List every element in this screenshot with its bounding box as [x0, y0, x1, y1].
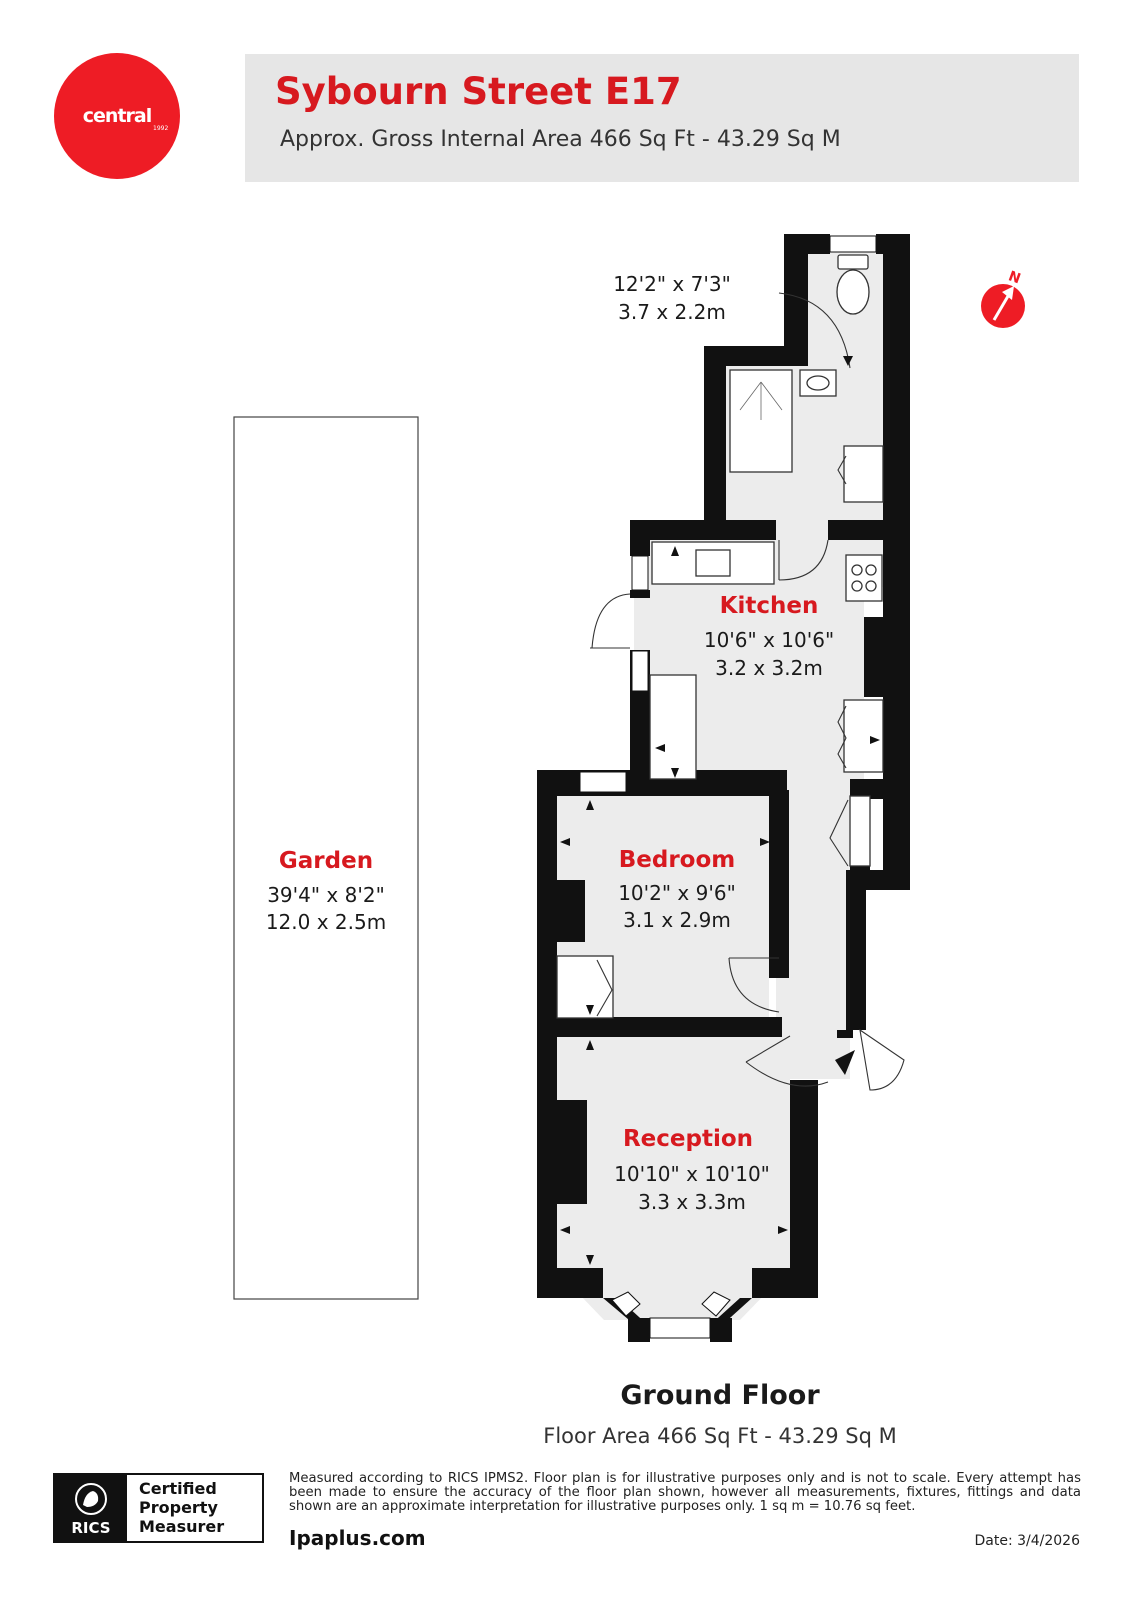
cooker: [845, 554, 883, 602]
bedroom-cupboard: [556, 955, 614, 1019]
disclaimer-text: Measured according to RICS IPMS2. Floor …: [289, 1471, 1081, 1514]
door-swings: [590, 292, 905, 1091]
kitchen-dim-imperial: 10'6" x 10'6": [704, 628, 834, 652]
garden-name: Garden: [279, 848, 373, 874]
hall-cupboard-1: [843, 699, 884, 773]
kitchen-cupboard: [649, 674, 697, 780]
windows: [579, 235, 877, 1339]
bathroom-dim-imperial: 12'2" x 7'3": [613, 272, 731, 296]
cert-line-1: Certified: [139, 1479, 217, 1498]
kitchen-name: Kitchen: [720, 593, 819, 619]
shower-lines: [739, 381, 783, 420]
rics-dark-panel: RICS: [55, 1475, 127, 1541]
website-link[interactable]: Ipaplus.com: [289, 1526, 426, 1550]
certified-property-measurer: Certified Property Measurer: [139, 1479, 224, 1536]
garden-area: [233, 416, 419, 1300]
header-band: Sybourn Street E17 Approx. Gross Interna…: [245, 54, 1079, 182]
shower-tray: [729, 369, 793, 473]
compass-label: N: [1006, 268, 1022, 287]
hall-cupboard-2: [849, 795, 871, 867]
toilet: [837, 254, 869, 270]
kitchen-sink: [695, 549, 731, 577]
bedroom-dim-imperial: 10'2" x 9'6": [618, 881, 736, 905]
plan-date: Date: 3/4/2026: [974, 1533, 1080, 1549]
logo-text: central: [82, 105, 152, 127]
gross-area-subtitle: Approx. Gross Internal Area 466 Sq Ft - …: [280, 127, 841, 152]
floor-area: Floor Area 466 Sq Ft - 43.29 Sq M: [543, 1424, 897, 1448]
bathroom-cupboard: [843, 445, 884, 503]
garden-dim-metric: 12.0 x 2.5m: [266, 910, 386, 934]
kitchen-dim-metric: 3.2 x 3.2m: [715, 656, 823, 680]
bedroom-dim-metric: 3.1 x 2.9m: [623, 908, 731, 932]
kitchen-counter: [651, 541, 775, 585]
rics-word: RICS: [71, 1519, 111, 1537]
reception-dim-imperial: 10'10" x 10'10": [614, 1162, 770, 1186]
reception-dim-metric: 3.3 x 3.3m: [638, 1190, 746, 1214]
floor-title: Ground Floor: [620, 1380, 820, 1411]
compass-icon: N: [981, 268, 1025, 328]
bedroom-name: Bedroom: [619, 847, 736, 873]
cert-line-3: Measurer: [139, 1517, 225, 1536]
cert-line-2: Property: [139, 1498, 218, 1517]
lion-icon: [75, 1483, 107, 1515]
garden-dim-imperial: 39'4" x 8'2": [267, 883, 385, 907]
dimension-arrows: [560, 356, 880, 1265]
logo-year: 1992: [153, 125, 169, 132]
central-logo: central 1992: [54, 53, 180, 179]
rics-badge: RICS Certified Property Measurer: [53, 1473, 264, 1543]
reception-name: Reception: [623, 1126, 753, 1152]
fixtures: [556, 254, 884, 1019]
property-title: Sybourn Street E17: [275, 70, 682, 113]
bathroom-dim-metric: 3.7 x 2.2m: [618, 300, 726, 324]
